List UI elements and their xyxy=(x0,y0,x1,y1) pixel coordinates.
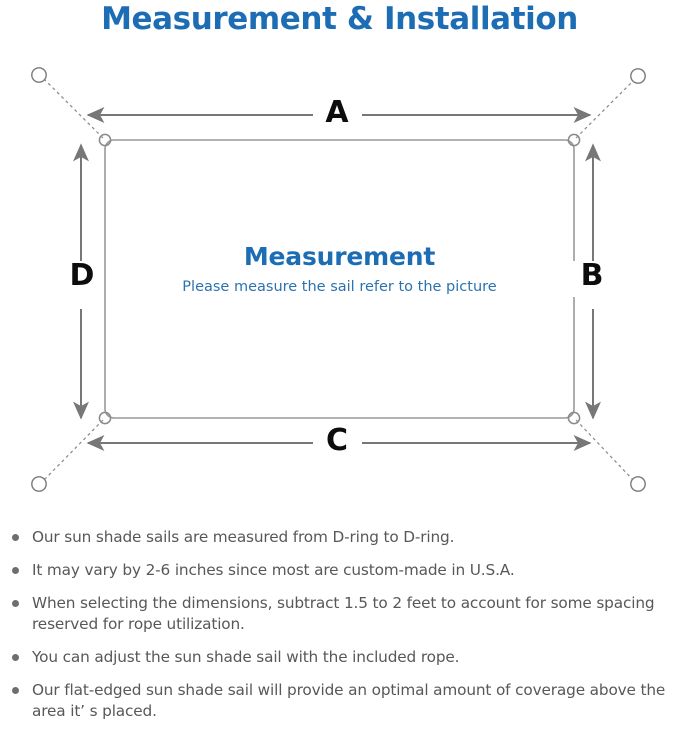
bullet-icon xyxy=(12,600,19,607)
dimension-label-c: C xyxy=(313,426,361,460)
note-text: When selecting the dimensions, subtract … xyxy=(32,594,655,633)
sail-diagram xyxy=(31,67,646,492)
sail-measurement-subtitle: Please measure the sail refer to the pic… xyxy=(182,279,497,295)
sail-center-label: Measurement Please measure the sail refe… xyxy=(0,242,679,296)
d-ring-bottom-left xyxy=(98,411,112,425)
bullet-icon xyxy=(12,687,19,694)
list-item: Our sun shade sails are measured from D-… xyxy=(10,527,679,548)
list-item: Our flat-edged sun shade sail will provi… xyxy=(10,680,679,722)
page-title: Measurement & Installation xyxy=(101,1,578,37)
bullet-icon xyxy=(12,534,19,541)
note-text: Our flat-edged sun shade sail will provi… xyxy=(32,681,666,720)
list-item: You can adjust the sun shade sail with t… xyxy=(10,647,679,668)
d-ring-top-right xyxy=(567,133,581,147)
rope-line-top-right xyxy=(575,78,636,139)
note-text: It may vary by 2-6 inches since most are… xyxy=(32,561,515,579)
list-item: When selecting the dimensions, subtract … xyxy=(10,593,679,635)
dimension-label-b: B xyxy=(570,261,614,297)
list-item: It may vary by 2-6 inches since most are… xyxy=(10,560,679,581)
d-ring-top-left xyxy=(98,133,112,147)
anchor-point-top-left xyxy=(31,67,47,83)
dimension-label-d: D xyxy=(60,261,104,297)
rope-line-bottom-right xyxy=(575,419,636,483)
bullet-icon xyxy=(12,567,19,574)
dimension-label-a: A xyxy=(313,98,361,132)
note-text: Our sun shade sails are measured from D-… xyxy=(32,528,455,546)
sail-measurement-title: Measurement xyxy=(243,242,436,271)
note-text: You can adjust the sun shade sail with t… xyxy=(32,648,460,666)
anchor-point-bottom-left xyxy=(31,476,47,492)
anchor-point-bottom-right xyxy=(630,476,646,492)
rope-line-top-left xyxy=(41,76,104,139)
anchor-point-top-right xyxy=(630,68,646,84)
notes-list: Our sun shade sails are measured from D-… xyxy=(10,527,679,734)
rope-line-bottom-left xyxy=(41,419,104,483)
d-ring-bottom-right xyxy=(567,411,581,425)
bullet-icon xyxy=(12,654,19,661)
